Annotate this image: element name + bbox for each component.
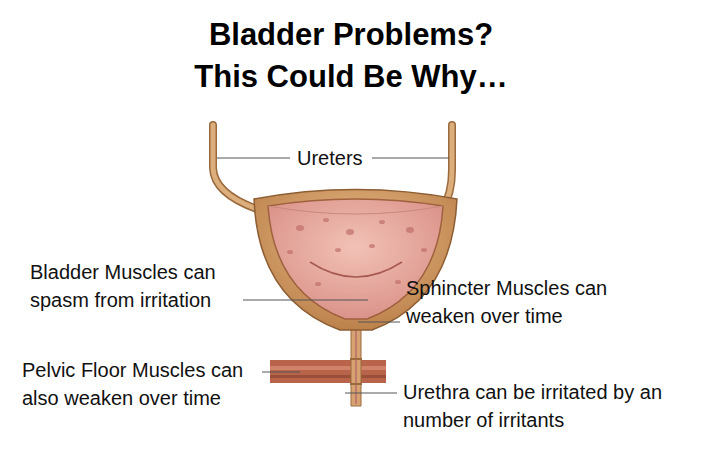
speckle — [346, 229, 354, 235]
leader-lines — [217, 158, 449, 393]
trigone-fold — [310, 262, 402, 277]
callout-label: Sphincter Muscles can weaken over time — [406, 274, 621, 330]
part-label: Ureters — [297, 144, 377, 172]
pelvic-floor-stripe — [270, 375, 386, 378]
bladder-rim — [268, 206, 443, 214]
speckle — [421, 248, 427, 252]
speckle — [315, 282, 321, 286]
bladder-lining — [268, 199, 443, 319]
lining-speckles — [287, 218, 427, 286]
leader-line — [217, 158, 290, 159]
leader-line — [358, 322, 400, 323]
leader-line — [345, 393, 397, 394]
leader-line — [262, 372, 300, 373]
sphincter-ring — [350, 358, 362, 360]
sphincter-ring — [350, 383, 362, 385]
pelvic-floor-stripe — [270, 366, 386, 370]
speckle — [369, 244, 375, 248]
speckle — [335, 248, 341, 252]
speckle — [379, 220, 385, 224]
speckle — [395, 280, 401, 284]
speckle — [296, 225, 304, 231]
speckle — [287, 250, 293, 254]
speckle — [323, 218, 329, 222]
callout-label: Pelvic Floor Muscles can also weaken ove… — [22, 356, 254, 412]
callout-label: Urethra can be irritated by an number of… — [403, 378, 683, 434]
leader-line — [372, 158, 449, 159]
speckle — [406, 227, 414, 233]
title-heading: Bladder Problems? This Could Be Why… — [181, 14, 521, 98]
callout-label: Bladder Muscles can spasm from irritatio… — [30, 258, 242, 314]
leader-line — [243, 300, 368, 301]
urethra-lumen — [355, 322, 357, 404]
